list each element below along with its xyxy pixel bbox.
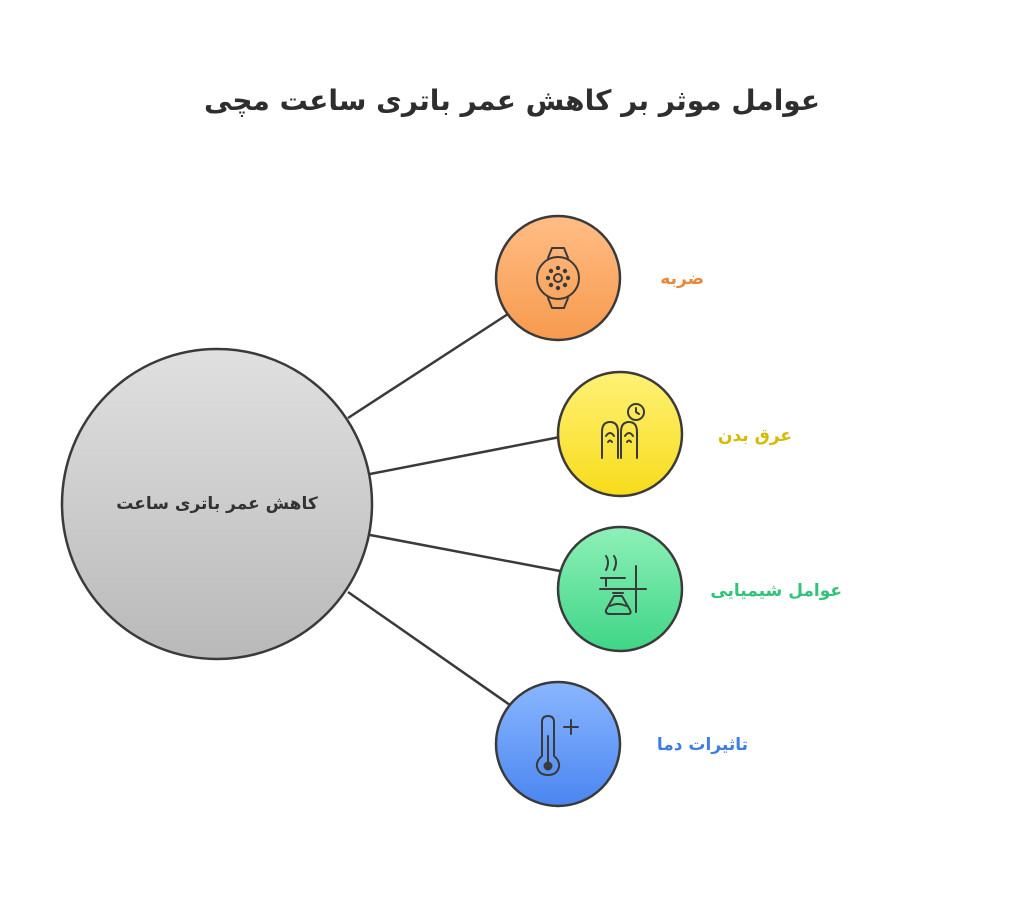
- smartwatch-icon: [536, 247, 580, 309]
- factor-node-chemical: [556, 525, 684, 653]
- factor-label-sweat: عرق بدن: [718, 426, 792, 446]
- connector-line-temperature: [347, 590, 511, 707]
- factor-node-temperature: [494, 680, 622, 808]
- connector-line-chemical: [369, 533, 561, 573]
- thermometer-plus-icon: [535, 715, 579, 776]
- center-node: کاهش عمر باتری ساعت: [60, 347, 374, 661]
- fingertips-clock-icon: [601, 403, 645, 459]
- center-node-label: کاهش عمر باتری ساعت: [116, 494, 318, 514]
- connector-line-sweat: [369, 435, 561, 476]
- connector-line-impact: [347, 312, 509, 420]
- factor-label-impact: ضربه: [660, 269, 704, 289]
- factor-node-sweat: [556, 370, 684, 498]
- diagram-title: عوامل موثر بر کاهش عمر باتری ساعت مچی: [204, 84, 820, 117]
- factor-label-temperature: تاثیرات دما: [657, 735, 748, 755]
- factor-label-chemical: عوامل شیمیایی: [710, 581, 842, 601]
- factor-node-impact: [494, 214, 622, 342]
- flask-burner-icon: [599, 555, 647, 615]
